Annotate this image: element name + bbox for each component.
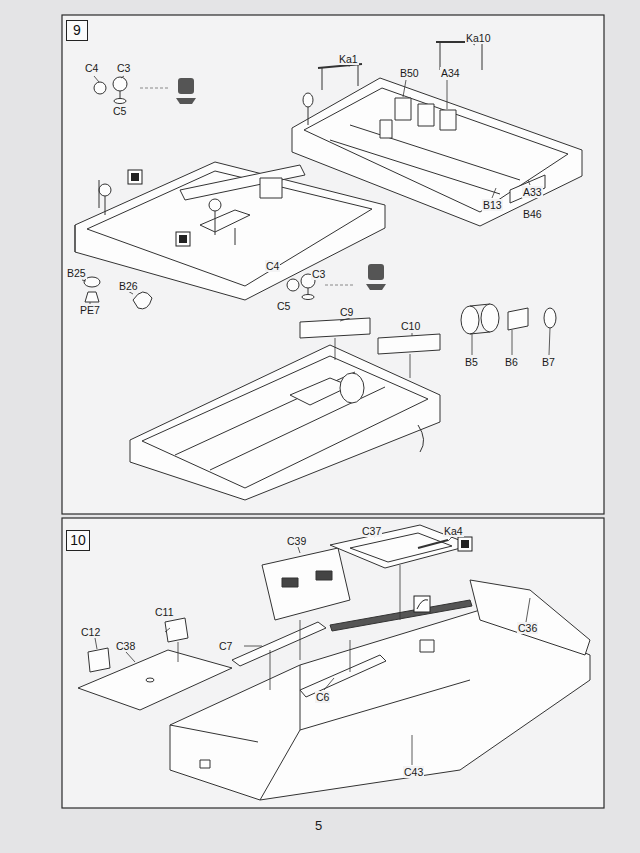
part-label: C39 xyxy=(286,535,307,547)
part-label: C37 xyxy=(361,525,382,537)
part-label: Ka1 xyxy=(338,53,359,65)
part-label: B26 xyxy=(118,280,139,292)
step-number-box: 9 xyxy=(66,20,88,41)
step-panel xyxy=(62,15,604,514)
part-label: C9 xyxy=(339,306,354,318)
part-label: A34 xyxy=(440,67,461,79)
part-label: PE7 xyxy=(79,304,101,316)
part-label: C5 xyxy=(112,105,127,117)
part-label: B7 xyxy=(541,356,556,368)
part-label: C43 xyxy=(403,766,424,778)
part-label: C11 xyxy=(154,606,174,618)
part-label: C3 xyxy=(311,268,326,280)
part-label: C6 xyxy=(315,691,330,703)
part-label: C7 xyxy=(218,640,233,652)
part-label: B25 xyxy=(66,267,87,279)
step-panel xyxy=(62,518,604,808)
part-label: B13 xyxy=(482,199,503,211)
part-label: A33 xyxy=(522,186,543,198)
leader-lines xyxy=(82,42,550,765)
part-label: B46 xyxy=(522,208,543,220)
part-label: C36 xyxy=(517,622,538,634)
instruction-icons xyxy=(128,78,472,612)
step-number-box: 10 xyxy=(66,530,90,551)
part-label: Ka10 xyxy=(465,32,492,44)
part-label: C12 xyxy=(80,626,101,638)
part-label: C4 xyxy=(265,260,280,272)
hull-parts xyxy=(75,42,590,800)
part-label: Ka4 xyxy=(443,525,464,537)
step-number: 9 xyxy=(67,22,87,38)
page-number: 5 xyxy=(314,820,323,832)
step-number: 10 xyxy=(67,532,89,548)
part-label: C4 xyxy=(84,62,99,74)
part-label: B50 xyxy=(399,67,420,79)
part-label: C5 xyxy=(276,300,291,312)
part-label: C38 xyxy=(115,640,136,652)
part-label: B5 xyxy=(464,356,479,368)
part-label: B6 xyxy=(504,356,519,368)
part-label: C3 xyxy=(116,62,131,74)
part-label: C10 xyxy=(400,320,421,332)
